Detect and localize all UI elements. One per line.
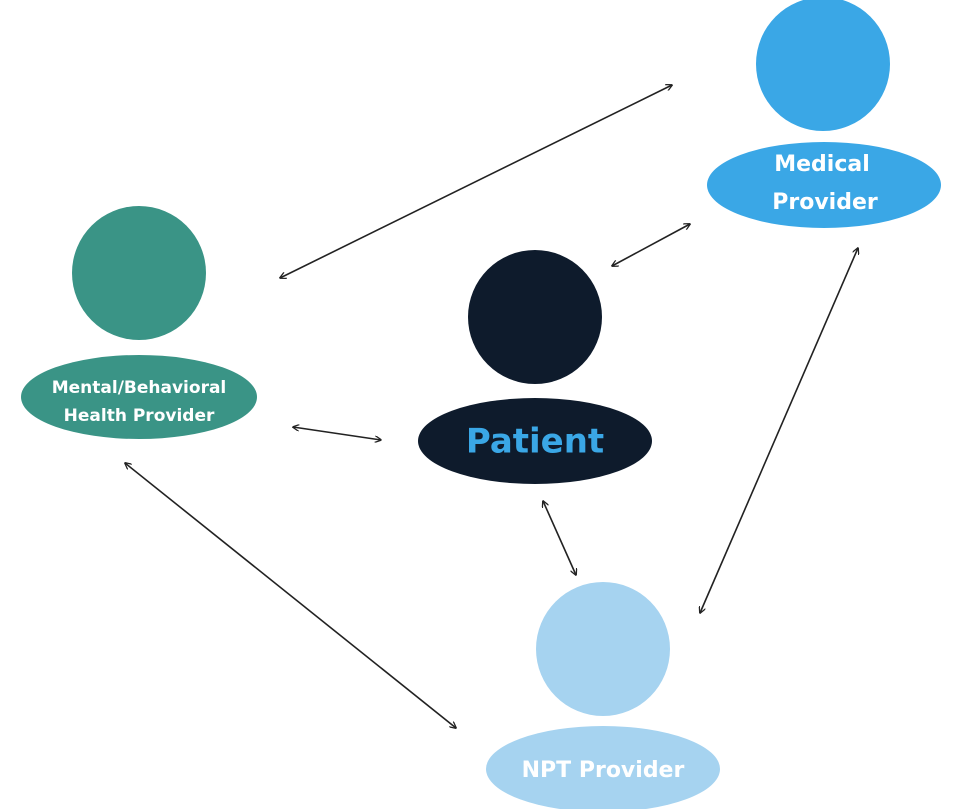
connector-mental-npt [125, 463, 456, 728]
npt-provider-head-icon [536, 582, 670, 716]
patient-node: Patient [418, 250, 652, 484]
mental-health-provider-body-icon [21, 355, 257, 439]
connector-mental-patient [293, 427, 381, 440]
npt-provider-node: NPT Provider [486, 582, 720, 809]
connector-mental-medical [280, 85, 672, 278]
npt-provider-label: NPT Provider [522, 758, 685, 783]
npt-provider-body-icon [486, 726, 720, 809]
patient-head-icon [468, 250, 602, 384]
medical-provider-label-line1: Medical [774, 152, 870, 177]
patient-body-icon [418, 398, 652, 484]
patient-label: Patient [466, 422, 604, 462]
connector-medical-npt [700, 248, 858, 613]
connector-patient-medical [612, 224, 690, 266]
connector-patient-npt [543, 501, 576, 575]
mental-health-provider-label-line2: Health Provider [64, 406, 215, 426]
mental-health-provider-label-line1: Mental/Behavioral [52, 378, 227, 398]
medical-provider-label-line2: Provider [772, 190, 878, 215]
mental-health-provider-node: Mental/Behavioral Health Provider [21, 206, 257, 439]
medical-provider-body-icon [707, 142, 941, 228]
medical-provider-node: Medical Provider [707, 0, 941, 228]
mental-health-provider-head-icon [72, 206, 206, 340]
medical-provider-head-icon [756, 0, 890, 131]
connectors [125, 85, 858, 728]
